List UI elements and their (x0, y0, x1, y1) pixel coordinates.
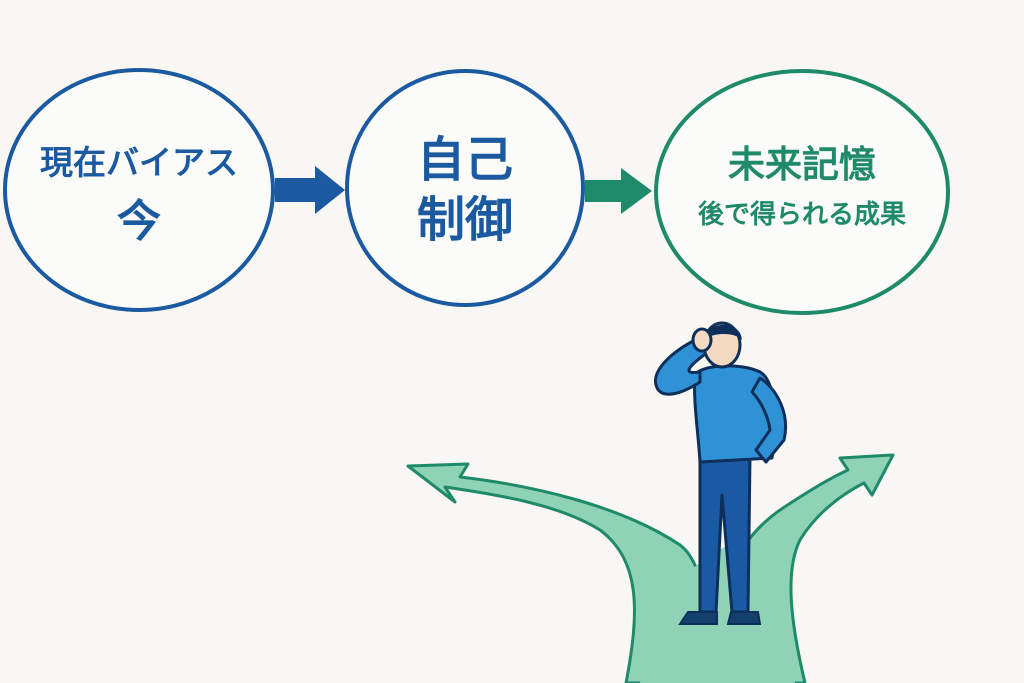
future-memory-subtitle: 後で得られる成果 (697, 200, 906, 230)
self-control-circle (345, 69, 585, 307)
present-bias-title: 現在バイアス (40, 143, 238, 182)
arrow-self-to-future (585, 168, 652, 214)
left-path-branch (406, 462, 714, 683)
self-control-line1: 自己 (416, 132, 513, 188)
self-control-line2: 制御 (416, 192, 513, 248)
present-bias-circle (3, 68, 275, 312)
future-memory-title: 未来記憶 (728, 143, 876, 186)
present-bias-subtitle: 今 (117, 196, 161, 247)
forked-path (406, 453, 895, 683)
thinking-person (654, 321, 787, 625)
future-memory-circle (654, 69, 950, 315)
arrow-present-to-self (275, 166, 345, 214)
